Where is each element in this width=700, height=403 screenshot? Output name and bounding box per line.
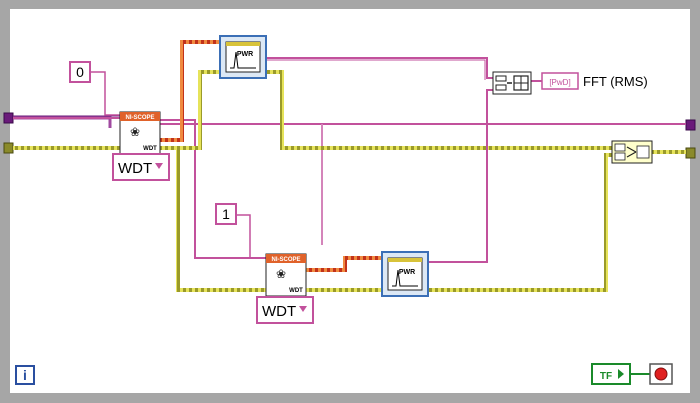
niscope-bottom-header: NI-SCOPE bbox=[271, 257, 300, 263]
fft-bottom-label: PWR bbox=[399, 269, 415, 276]
waveform-type-dropdown-top[interactable]: WDT bbox=[112, 153, 170, 181]
stop-terminal-text: TF bbox=[600, 371, 612, 382]
fft-rms-terminal-text: [PwD] bbox=[549, 78, 570, 87]
chevron-down-icon bbox=[155, 163, 163, 169]
right-tunnel-olive[interactable] bbox=[685, 147, 696, 159]
niscope-top-header: NI-SCOPE bbox=[125, 115, 154, 121]
fft-power-spectrum-bottom[interactable]: PWR bbox=[381, 251, 429, 297]
loop-condition-stop-icon[interactable] bbox=[649, 363, 673, 385]
left-tunnel-olive[interactable] bbox=[3, 142, 14, 154]
channel-constant-bottom[interactable]: 1 bbox=[215, 203, 237, 225]
fft-power-spectrum-top[interactable]: PWR bbox=[219, 35, 267, 79]
left-tunnel-purple[interactable] bbox=[3, 112, 14, 124]
spectrum-icon bbox=[230, 51, 256, 69]
niscope-top-footer: WDT bbox=[143, 146, 157, 152]
niscope-fetch-block-top[interactable]: NI-SCOPE ❀ WDT bbox=[119, 111, 161, 155]
fft-rms-label: FFT (RMS) bbox=[583, 74, 648, 89]
chevron-down-icon bbox=[299, 306, 307, 312]
channel-constant-top[interactable]: 0 bbox=[69, 61, 91, 83]
niscope-bottom-footer: WDT bbox=[289, 288, 303, 294]
niscope-fetch-block-bottom[interactable]: NI-SCOPE ❀ WDT bbox=[265, 253, 307, 297]
glasses-icon: ❀ bbox=[130, 125, 140, 139]
info-icon: i bbox=[23, 367, 27, 383]
glasses-icon: ❀ bbox=[276, 267, 286, 281]
spectrum-icon bbox=[392, 269, 418, 287]
right-tunnel-purple[interactable] bbox=[685, 119, 696, 131]
waveform-type-dropdown-bottom[interactable]: WDT bbox=[256, 296, 314, 324]
stop-control-terminal[interactable]: TF bbox=[591, 363, 650, 385]
dropdown-top-value: WDT bbox=[118, 160, 152, 177]
build-array-node[interactable] bbox=[492, 71, 532, 95]
iteration-info-icon[interactable]: i bbox=[15, 365, 35, 385]
merge-errors-node[interactable] bbox=[611, 140, 653, 164]
fft-top-label: PWR bbox=[237, 51, 253, 58]
fft-rms-indicator-terminal[interactable]: [PwD] bbox=[541, 72, 579, 90]
dropdown-bottom-value: WDT bbox=[262, 303, 296, 320]
wires bbox=[13, 40, 686, 292]
channel-constant-top-value: 0 bbox=[76, 64, 84, 80]
channel-constant-bottom-value: 1 bbox=[222, 206, 230, 222]
